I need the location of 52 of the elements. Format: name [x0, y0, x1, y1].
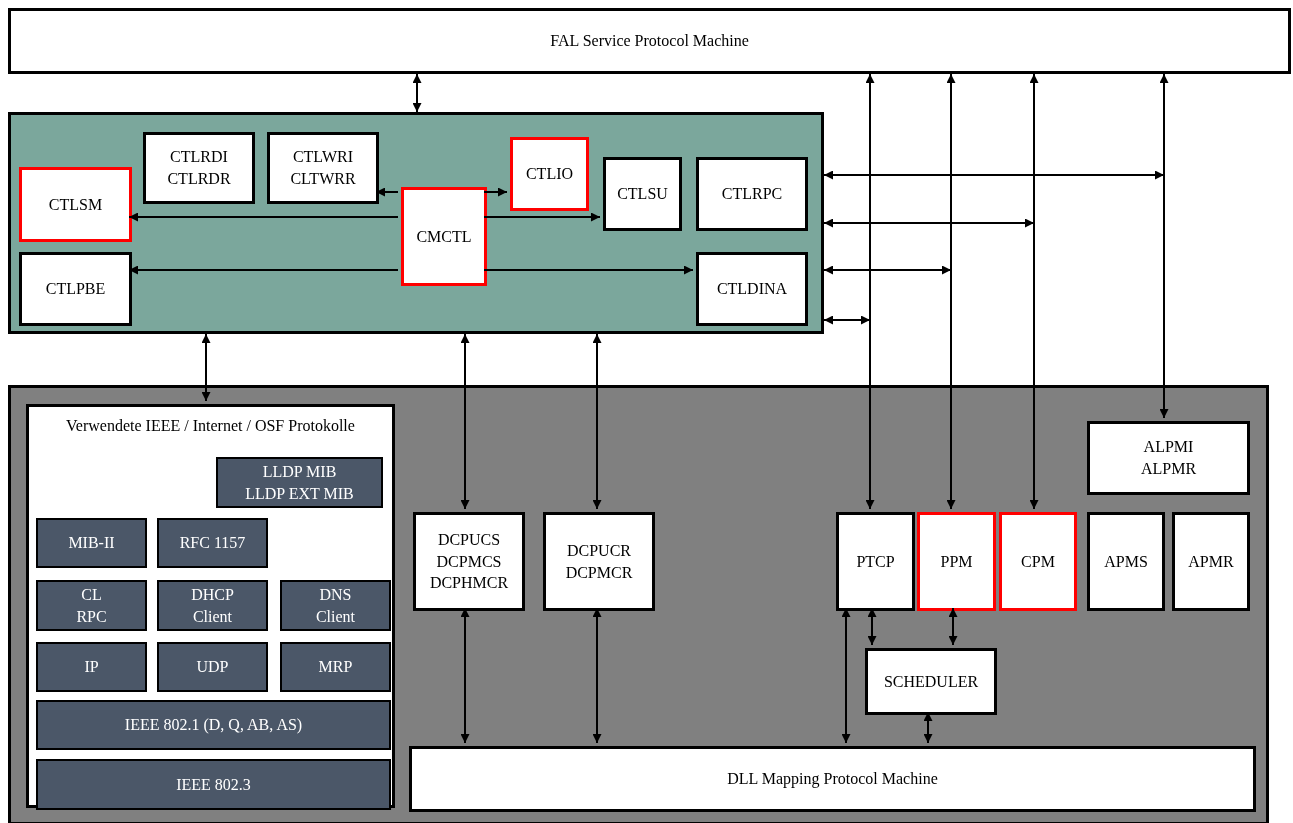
arrow [128, 212, 399, 222]
process-box: CTLWRI CLTWRR [267, 132, 379, 204]
process-box: CTLRPC [696, 157, 808, 231]
arrow [592, 333, 602, 510]
arrow [412, 73, 422, 113]
protocol-box: DHCP Client [157, 580, 268, 631]
arrow [460, 333, 470, 510]
protocol-box: CL RPC [36, 580, 147, 631]
arrow [823, 315, 871, 325]
panel-heading: Verwendete IEEE / Internet / OSF Protokolle [65, 416, 356, 436]
process-box: APMS [1087, 512, 1165, 611]
process-box: CTLSM [19, 167, 132, 242]
protocol-box: IEEE 802.1 (D, Q, AB, AS) [36, 700, 391, 750]
protocol-box: DNS Client [280, 580, 391, 631]
arrow [823, 170, 1165, 180]
arrow [483, 187, 508, 197]
arrow [483, 212, 601, 222]
arrow [1159, 73, 1169, 419]
protocol-box: UDP [157, 642, 268, 692]
process-box: ALPMI ALPMR [1087, 421, 1250, 495]
process-box: CTLPBE [19, 252, 132, 326]
protocol-box: IP [36, 642, 147, 692]
protocol-box: IEEE 802.3 [36, 759, 391, 810]
process-box: DCPUCS DCPMCS DCPHMCR [413, 512, 525, 611]
arrow [483, 265, 694, 275]
process-box: APMR [1172, 512, 1250, 611]
module-panel [8, 112, 824, 334]
arrow [1029, 73, 1039, 510]
process-box: DLL Mapping Protocol Machine [409, 746, 1256, 812]
process-box: FAL Service Protocol Machine [8, 8, 1291, 74]
process-box: CTLSU [603, 157, 682, 231]
process-box: CTLIO [510, 137, 589, 211]
module-panel [8, 385, 1269, 823]
arrow [201, 333, 211, 402]
protocol-panel [26, 404, 395, 808]
protocol-box: LLDP MIB LLDP EXT MIB [216, 457, 383, 508]
protocol-box: MRP [280, 642, 391, 692]
process-box: CTLRDI CTLRDR [143, 132, 255, 204]
protocol-box: RFC 1157 [157, 518, 268, 568]
arrow [948, 607, 958, 646]
arrow [823, 218, 1035, 228]
process-box: CPM [999, 512, 1077, 611]
process-box: DCPUCR DCPMCR [543, 512, 655, 611]
arrow [865, 73, 875, 510]
process-box: CMCTL [401, 187, 487, 286]
arrow [946, 73, 956, 510]
protocol-box: MIB-II [36, 518, 147, 568]
process-box: CTLDINA [696, 252, 808, 326]
process-box: PPM [917, 512, 996, 611]
process-box: SCHEDULER [865, 648, 997, 715]
process-box: PTCP [836, 512, 915, 611]
arrow [823, 265, 952, 275]
